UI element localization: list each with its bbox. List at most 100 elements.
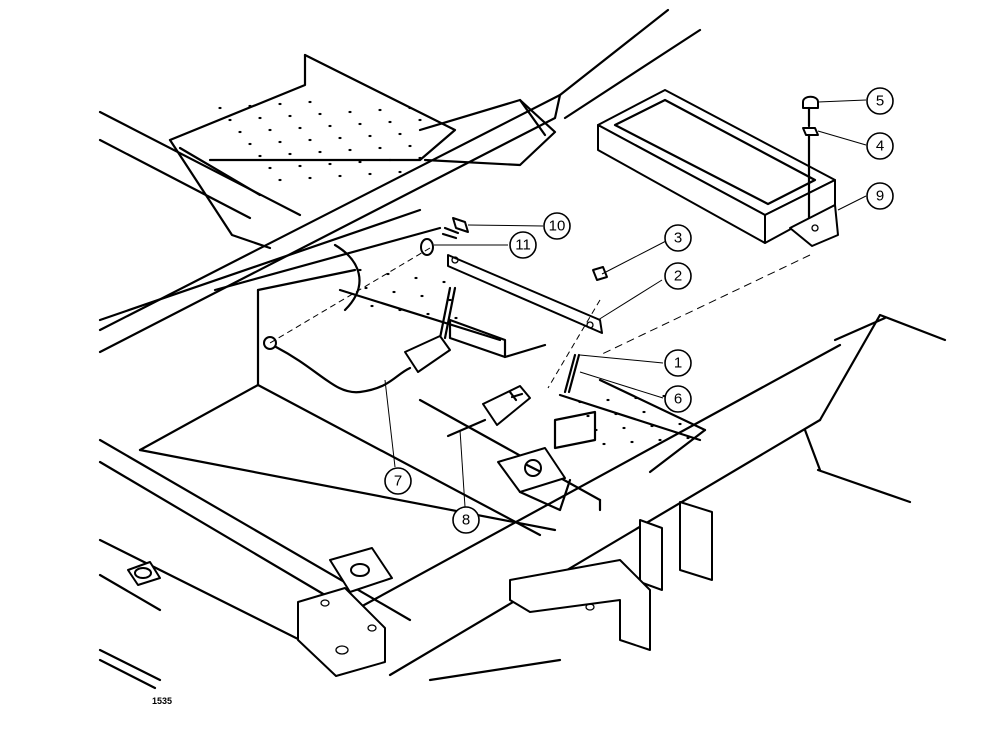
perforation-hole xyxy=(308,138,312,142)
callout-label: 2 xyxy=(674,268,682,285)
perforation-hole xyxy=(258,154,262,158)
battery-box xyxy=(597,89,839,247)
frame-rails xyxy=(98,8,947,677)
perforation-hole xyxy=(298,126,302,130)
callout-balloons: 1 2 3 4 5 6 7 8 9 10 11 xyxy=(384,87,894,534)
perforation-hole xyxy=(586,414,590,418)
perforation-hole xyxy=(288,152,292,156)
perforation-hole xyxy=(642,410,646,414)
perforation-hole xyxy=(630,440,634,444)
bolt-and-washer-left xyxy=(420,217,469,256)
perforation-hole xyxy=(398,308,402,312)
perforation-hole xyxy=(348,148,352,152)
battery-bay-left xyxy=(333,243,597,450)
perforation-hole xyxy=(338,136,342,140)
right-frame-channels xyxy=(428,501,713,682)
callout-7: 7 xyxy=(384,467,412,495)
perforation-hole xyxy=(218,106,222,110)
perforation-hole xyxy=(602,442,606,446)
callout-label: 7 xyxy=(394,473,402,490)
callout-label: 10 xyxy=(549,218,566,235)
perforation-hole xyxy=(298,164,302,168)
perforation-hole xyxy=(318,112,322,116)
perforation-hole xyxy=(418,156,422,160)
callout-label: 9 xyxy=(876,188,884,205)
perforation-hole xyxy=(370,304,374,308)
bolt-and-washer xyxy=(802,95,819,220)
callout-2: 2 xyxy=(664,262,692,290)
perforation-hole xyxy=(442,280,446,284)
perforation-hole xyxy=(268,166,272,170)
callout-label: 11 xyxy=(515,237,531,254)
callout-label: 1 xyxy=(674,355,682,372)
perforation-hole xyxy=(420,294,424,298)
perforation-hole xyxy=(388,120,392,124)
perforation-hole xyxy=(258,116,262,120)
callout-1: 1 xyxy=(664,349,692,377)
clamp-bar xyxy=(447,254,603,334)
perforation-hole xyxy=(268,128,272,132)
perforation-hole xyxy=(338,174,342,178)
perforation-hole xyxy=(426,312,430,316)
perforation-hole xyxy=(606,398,610,402)
perforation-hole xyxy=(622,426,626,430)
callout-label: 3 xyxy=(674,230,682,247)
perforation-hole xyxy=(408,144,412,148)
perforation-hole xyxy=(328,124,332,128)
floor-well xyxy=(138,268,707,537)
perforation-hole xyxy=(678,422,682,426)
perforation-hole xyxy=(398,170,402,174)
perforation-hole xyxy=(398,132,402,136)
perforation-hole xyxy=(614,412,618,416)
perforation-hole xyxy=(378,146,382,150)
perforation-hole xyxy=(634,396,638,400)
perforation-hole xyxy=(454,316,458,320)
perforation-hole xyxy=(448,298,452,302)
callout-3: 3 xyxy=(664,224,692,252)
callout-8: 8 xyxy=(452,506,480,534)
callout-9: 9 xyxy=(866,182,894,210)
nut-part xyxy=(592,266,608,281)
perforation-hole xyxy=(658,438,662,442)
perforation-hole xyxy=(288,114,292,118)
callout-4: 4 xyxy=(866,132,894,160)
perforation-hole xyxy=(348,110,352,114)
perforation-hole xyxy=(248,142,252,146)
perforation-hole xyxy=(278,140,282,144)
perforation-hole xyxy=(228,118,232,122)
perforation-hole xyxy=(248,104,252,108)
battery-cable-negative xyxy=(263,335,451,394)
clamp-rods xyxy=(438,286,581,394)
callout-5: 5 xyxy=(866,87,894,115)
perforation-hole xyxy=(364,286,368,290)
perforation-hole xyxy=(388,158,392,162)
callout-11: 11 xyxy=(509,231,537,259)
perforation-hole xyxy=(308,100,312,104)
perforation-hole xyxy=(368,172,372,176)
callout-label: 4 xyxy=(876,138,884,155)
perforated-floor-plate-upper xyxy=(168,53,557,250)
perforation-hole xyxy=(368,134,372,138)
perforation-hole xyxy=(418,118,422,122)
callout-label: 5 xyxy=(876,93,884,110)
perforation-hole xyxy=(358,160,362,164)
assembly-guide-lines xyxy=(269,247,811,389)
perforation-hole xyxy=(238,130,242,134)
perforation-hole xyxy=(686,436,690,440)
lower-left-brackets xyxy=(98,547,393,690)
perforation-hole xyxy=(378,108,382,112)
battery-cable-positive xyxy=(446,385,531,438)
callout-leaders xyxy=(384,99,867,508)
figure-number: 1535 xyxy=(152,696,172,706)
perforation-hole xyxy=(278,178,282,182)
perforation-hole xyxy=(414,276,418,280)
callout-10: 10 xyxy=(543,212,571,240)
perforation-hole xyxy=(328,162,332,166)
mount-bracket-center xyxy=(497,447,572,512)
perforation-hole xyxy=(408,106,412,110)
callout-label: 8 xyxy=(462,512,470,529)
perforation-hole xyxy=(386,272,390,276)
callout-label: 6 xyxy=(674,391,682,408)
perforation-hole xyxy=(358,122,362,126)
